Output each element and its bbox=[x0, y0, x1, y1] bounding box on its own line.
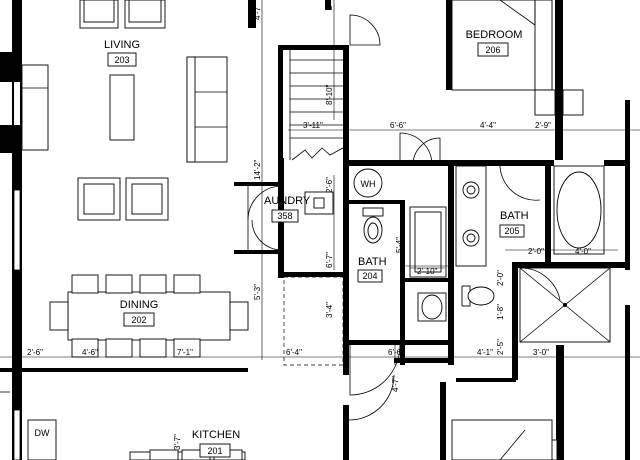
dining-label: DINING bbox=[120, 299, 159, 311]
laundry-number-box bbox=[271, 209, 299, 223]
dim-4-4: 4'-4" bbox=[480, 121, 496, 130]
bath-204 bbox=[349, 160, 454, 365]
kitchen-number-box bbox=[199, 443, 231, 458]
living-number-box bbox=[107, 52, 137, 67]
dim-4-1: 4'-1" bbox=[477, 348, 493, 357]
bath-204-number: 204 bbox=[362, 271, 377, 281]
laundry-room bbox=[234, 182, 344, 366]
exterior-walls bbox=[0, 0, 331, 460]
bedroom-206-number: 206 bbox=[485, 45, 500, 55]
dimension-lines bbox=[0, 0, 640, 365]
dim-1-8: 1'-8" bbox=[496, 304, 505, 320]
dim-2-9: 2'-9" bbox=[535, 121, 551, 130]
doors-upper bbox=[348, 14, 441, 421]
living-furniture bbox=[77, 0, 228, 221]
laundry-number: 358 bbox=[277, 211, 292, 221]
dining-number: 202 bbox=[131, 315, 146, 325]
dim-4-7b: 4'-7" bbox=[391, 376, 400, 392]
dim-8-10: 8'-10" bbox=[325, 84, 334, 105]
dim-2-0v: 2'-0" bbox=[496, 270, 505, 286]
dim-5-4: 5'-4" bbox=[395, 237, 404, 253]
kitchen-label: KITCHEN bbox=[192, 429, 240, 441]
dining-number-box bbox=[123, 312, 155, 327]
dim-2-10: 2'-10" bbox=[417, 267, 438, 276]
dim-4-7: 4'-7" bbox=[253, 4, 262, 20]
dim-3-11: 3'-11" bbox=[303, 121, 323, 130]
living-label: LIVING bbox=[104, 39, 140, 51]
dim-2-0a: 2'-0" bbox=[528, 247, 544, 256]
dim-3-7: 3'-7" bbox=[173, 434, 182, 450]
bath-205 bbox=[454, 160, 630, 382]
dim-14-2: 14'-2" bbox=[253, 159, 262, 180]
dim-6-6-top: 6'-6" bbox=[390, 121, 406, 130]
dim-4-6: 4'-6" bbox=[82, 348, 98, 357]
bath-205-number-box bbox=[499, 224, 525, 238]
laundry-label: AUNDRY bbox=[264, 195, 311, 207]
dim-2-5: 2'-5" bbox=[496, 339, 505, 355]
dim-3-4: 3'-4" bbox=[325, 302, 334, 318]
water-heater-label: WH bbox=[361, 179, 376, 189]
bedroom-206-label: BEDROOM bbox=[466, 29, 523, 41]
dim-6-7: 6'-7" bbox=[325, 252, 334, 268]
dim-3-0: 3'-0" bbox=[533, 348, 549, 357]
bath-205-label: BATH bbox=[500, 210, 529, 222]
kitchen-number: 201 bbox=[207, 446, 222, 456]
dim-4-0: 4'-0" bbox=[575, 247, 591, 256]
dim-2-6v: 2'-6" bbox=[325, 177, 334, 193]
dim-5-3: 5'-3" bbox=[253, 284, 262, 300]
living-number: 203 bbox=[114, 55, 129, 65]
bath-204-number-box bbox=[357, 269, 383, 283]
dim-6-4: 6'-4" bbox=[286, 348, 302, 357]
bottom-rooms bbox=[343, 305, 630, 460]
bath-204-label: BATH bbox=[358, 256, 387, 268]
dim-2-6: 2'-6" bbox=[27, 348, 43, 357]
bedroom-206-number-box bbox=[477, 42, 509, 57]
bath-205-number: 205 bbox=[504, 226, 519, 236]
dim-6-6: 6'-6" bbox=[388, 348, 404, 357]
dishwasher-label: DW bbox=[35, 428, 50, 438]
dim-2-top: 2'- bbox=[325, 1, 334, 10]
dim-7-1: 7'-1" bbox=[177, 348, 193, 357]
